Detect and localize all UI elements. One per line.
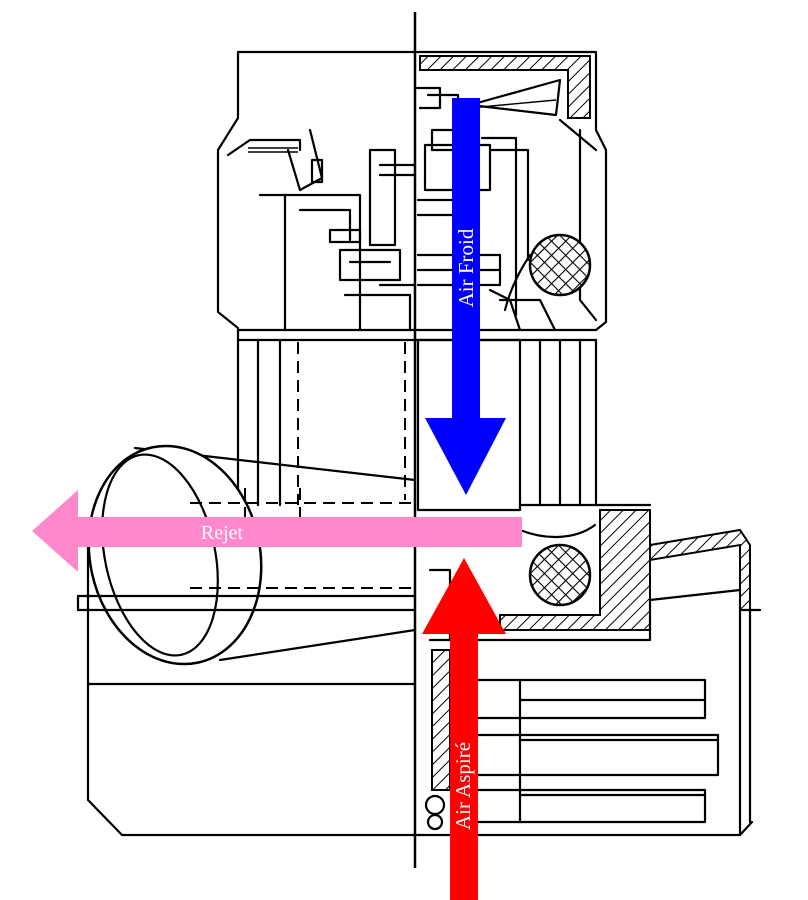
exhaust-duct	[76, 444, 417, 666]
suction-air-arrow: Air Aspiré	[422, 558, 506, 900]
fan-housing	[86, 509, 762, 837]
cold-air-arrow: Air Froid	[425, 98, 506, 495]
exhaust-label: Rejet	[201, 522, 244, 544]
exhaust-arrow: Rejet	[32, 490, 522, 572]
lower-knurled-roller	[518, 523, 597, 607]
middle-body	[236, 338, 652, 512]
upper-knurled-roller	[503, 233, 592, 312]
armature-and-commutator	[413, 78, 562, 332]
motor-housing	[216, 50, 608, 342]
brush-assembly	[226, 128, 417, 332]
suction-air-label: Air Aspiré	[451, 742, 475, 830]
cold-air-label: Air Froid	[454, 228, 478, 307]
